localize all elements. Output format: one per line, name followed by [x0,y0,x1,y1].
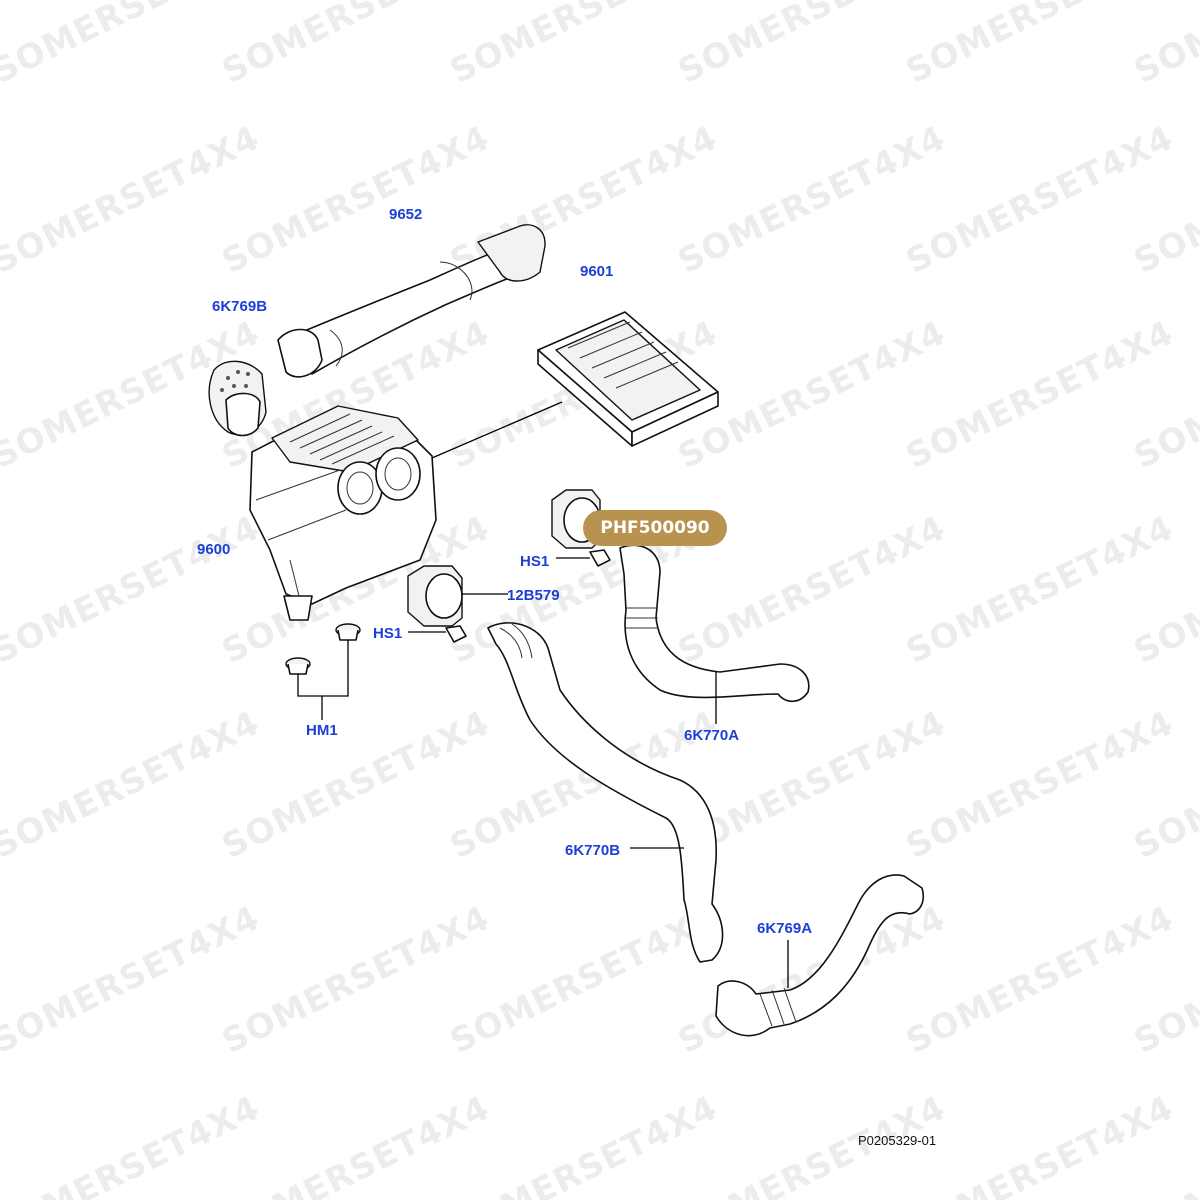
intake-cover-6k769b[interactable] [208,360,267,437]
callout-6k769b[interactable]: 6K769B [212,298,268,315]
screw-hs1-upper[interactable] [556,549,611,567]
intake-duct-6k770b[interactable] [487,622,724,963]
filter-element-9601[interactable] [537,311,719,447]
intake-duct-6k770a[interactable] [619,544,810,724]
intake-duct-6k769a[interactable] [715,874,925,1037]
callout-9600[interactable]: 9600 [197,541,231,558]
callout-6k770b[interactable]: 6K770B [565,842,621,859]
callout-hm1[interactable]: HM1 [306,722,338,739]
highlighted-part-number[interactable]: PHF500090 [583,510,727,546]
callout-9652[interactable]: 9652 [389,206,423,223]
callout-hs1-upper[interactable]: HS1 [520,553,550,570]
diagram-reference-code: P0205329-01 [858,1133,937,1148]
callout-6k769a[interactable]: 6K769A [757,920,813,937]
air-cleaner-9600[interactable] [249,405,437,621]
sensor-12b579[interactable] [407,565,508,627]
callout-6k770a[interactable]: 6K770A [684,727,740,744]
callout-12b579[interactable]: 12B579 [507,587,560,604]
mounts-hm1[interactable] [285,623,361,720]
callout-9601[interactable]: 9601 [580,263,614,280]
intake-hose-9652[interactable] [277,224,546,378]
callout-hs1-lower[interactable]: HS1 [373,625,403,642]
screw-hs1-lower[interactable] [408,625,467,643]
